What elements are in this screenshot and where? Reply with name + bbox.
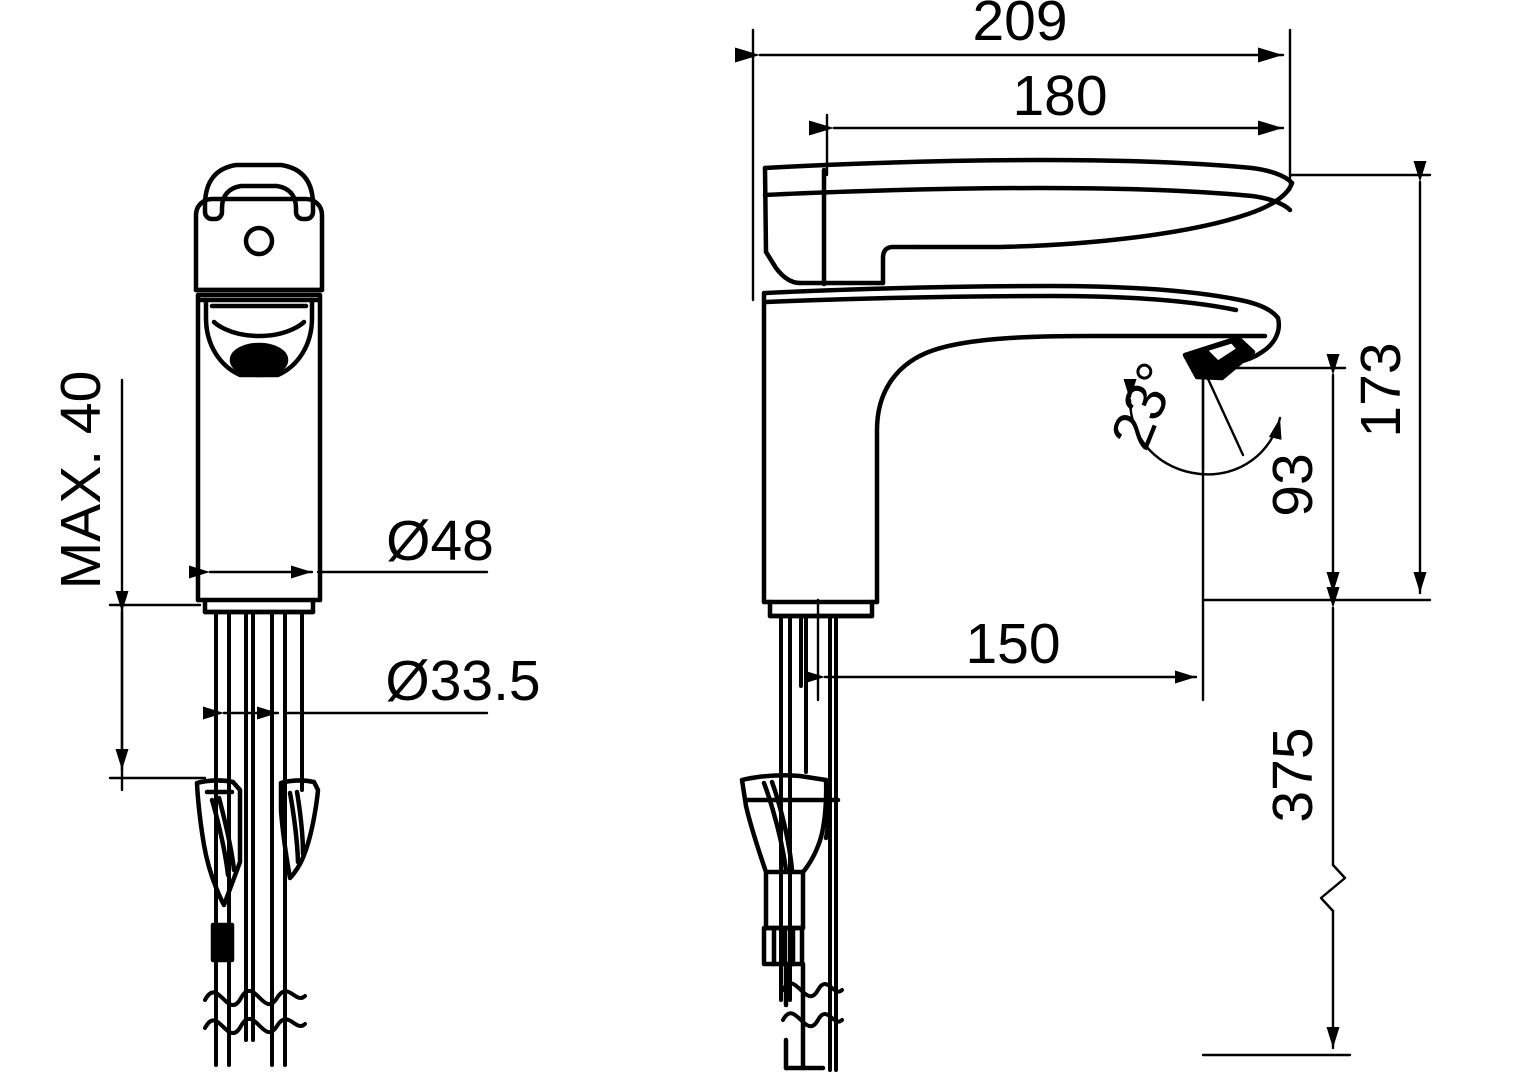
label-23-degrees: 23°: [1099, 354, 1191, 458]
side-body-profile: [761, 290, 1281, 605]
front-view-dimensions: [108, 378, 489, 792]
front-lever-handle: [202, 162, 316, 222]
side-spout-top: [763, 283, 1281, 321]
side-aerator: [1182, 335, 1256, 381]
label-93: 93: [1261, 453, 1325, 516]
label-209: 209: [972, 0, 1067, 53]
front-mounting-bracket: [194, 778, 321, 908]
front-cartridge-cap: [193, 196, 325, 293]
dim-23-deg: [1123, 366, 1282, 476]
dimension-labels: 209 180 173 93 150 375 23° MAX. 40 Ø48 Ø…: [49, 0, 1413, 823]
dim-173: [1201, 161, 1432, 602]
side-view-dimensions: [735, 28, 1432, 1057]
dim-max40: [108, 378, 207, 792]
side-base-washer: [761, 599, 880, 619]
label-375: 375: [1261, 727, 1325, 822]
label-150: 150: [965, 612, 1060, 676]
front-shank-hoses: [214, 611, 304, 1067]
side-lever-handle: [762, 157, 1295, 287]
front-neck-collar: [196, 292, 322, 303]
label-max-40: MAX. 40: [49, 371, 113, 590]
side-break-lines: [781, 981, 844, 1029]
dim-93: [1201, 354, 1347, 595]
side-mounting-bracket: [739, 773, 841, 1071]
label-180: 180: [1012, 64, 1107, 128]
dim-d335: [203, 698, 489, 728]
dim-375: [1201, 587, 1352, 1057]
front-spout-outlet: [203, 297, 315, 378]
front-break-lines: [203, 988, 307, 1035]
label-d335: Ø33.5: [385, 649, 540, 713]
label-d48: Ø48: [386, 509, 494, 573]
front-body-column: [195, 292, 323, 603]
front-base-washer: [202, 597, 316, 615]
front-view-geometry: [193, 162, 325, 1067]
front-fitting-nut: [210, 922, 235, 963]
label-173: 173: [1349, 342, 1413, 437]
